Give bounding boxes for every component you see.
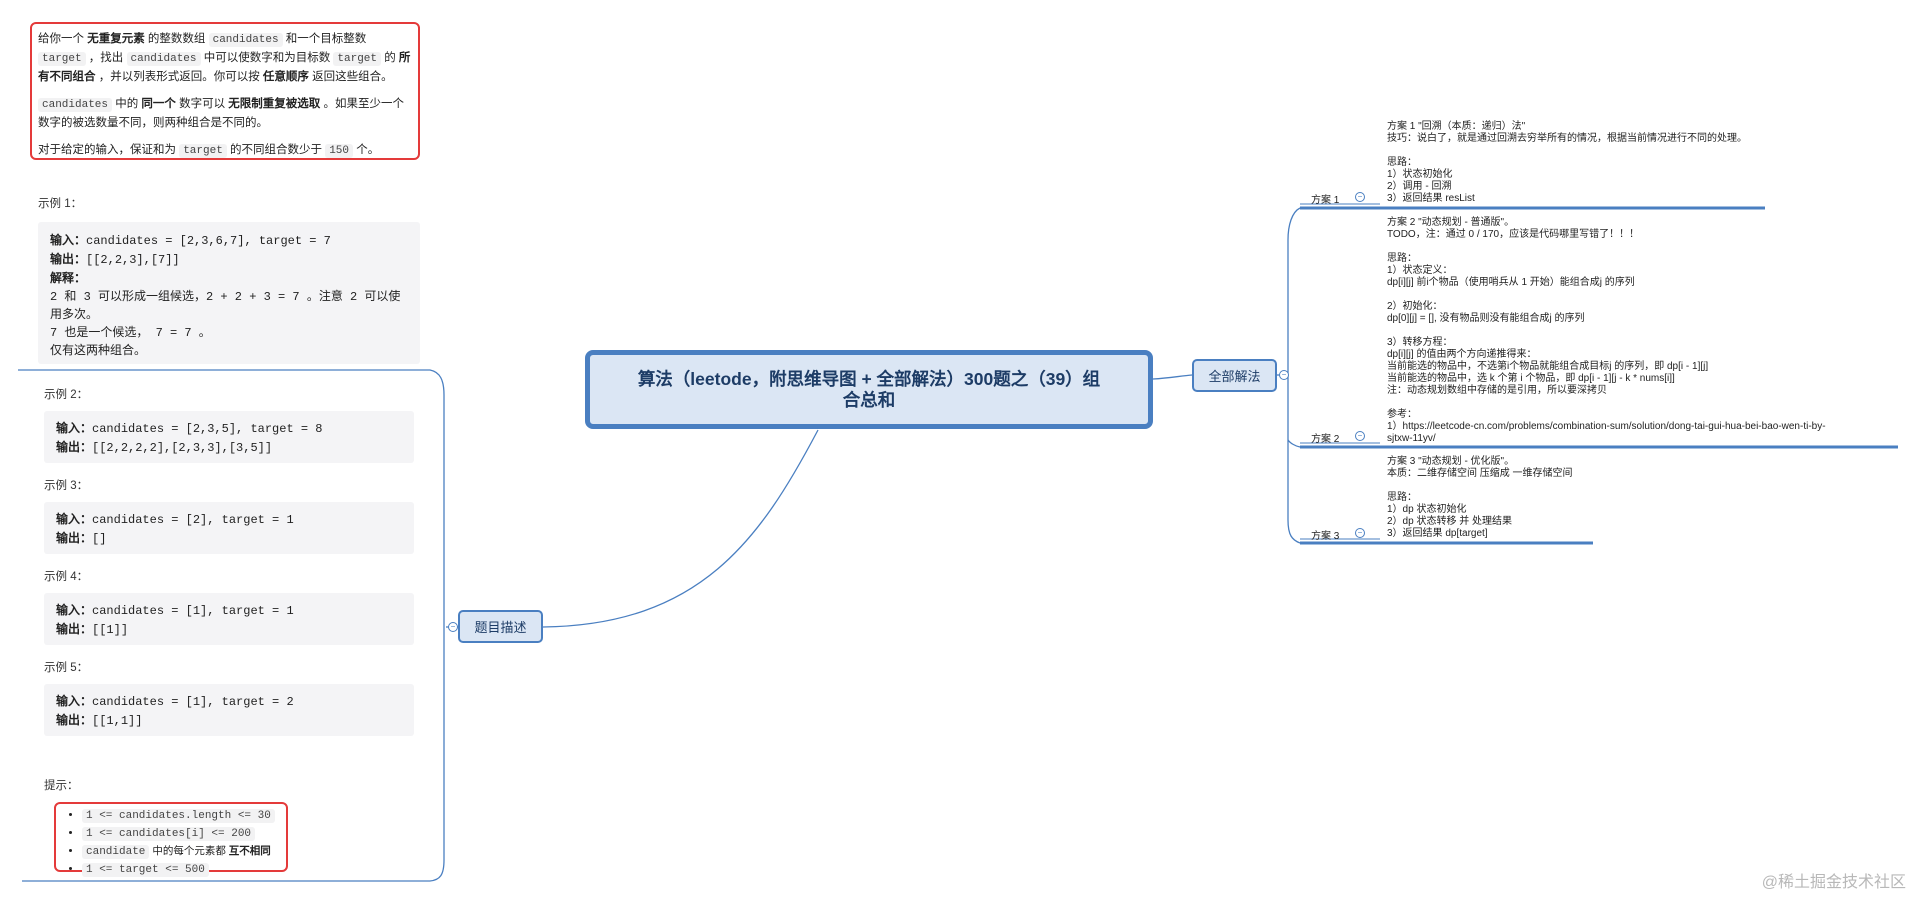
collapse-toggle-plan-2[interactable]: − (1355, 431, 1365, 441)
collapse-toggle-plan-1[interactable]: − (1355, 192, 1365, 202)
hint-item: 1 <= candidates[i] <= 200 (82, 825, 278, 843)
problem-description: 给你一个 无重复元素 的整数数组 candidates 和一个目标整数 targ… (30, 22, 420, 160)
desc-paragraph-1: 给你一个 无重复元素 的整数数组 candidates 和一个目标整数 targ… (38, 33, 411, 83)
example-4-title: 示例 4： (44, 571, 89, 583)
plan-2-label[interactable]: 方案 2 (1311, 434, 1340, 445)
hint-item: 1 <= target <= 500 (82, 861, 278, 879)
hints-title: 提示： (44, 780, 79, 792)
example-4-box: 输入：candidates = [1], target = 1 输出：[[1]] (44, 593, 414, 645)
central-topic-title: 算法（leetode，附思维导图 + 全部解法）300题之（39）组合总和 (637, 368, 1101, 410)
link-central-all (1152, 374, 1193, 380)
plan-3-text: 方案 3 "动态规划 - 优化版"。 本质：二维存储空间 压缩成 一维存储空间 … (1387, 456, 1573, 539)
plan-3-label[interactable]: 方案 3 (1311, 531, 1340, 542)
collapse-toggle-desc[interactable]: − (448, 622, 458, 632)
example-5-title: 示例 5： (44, 662, 89, 674)
example-2-title: 示例 2： (44, 389, 89, 401)
right-bracket (1287, 207, 1301, 544)
collapse-toggle-plan-3[interactable]: − (1355, 528, 1365, 538)
example-3-box: 输入：candidates = [2], target = 1 输出：[] (44, 502, 414, 554)
node-problem-description[interactable]: 题目描述 (458, 610, 543, 643)
plan-1-label[interactable]: 方案 1 (1311, 195, 1340, 206)
node-all-solutions[interactable]: 全部解法 (1192, 359, 1277, 392)
hints-box: 1 <= candidates.length <= 30 1 <= candid… (54, 802, 288, 877)
collapse-toggle-all[interactable]: − (1279, 370, 1289, 380)
example-1-title: 示例 1： (38, 198, 83, 210)
link-central-desc (542, 429, 819, 628)
central-topic[interactable]: 算法（leetode，附思维导图 + 全部解法）300题之（39）组合总和 (585, 350, 1153, 429)
example-3-title: 示例 3： (44, 480, 89, 492)
example-1-box: 输入：candidates = [2,3,6,7], target = 7 输出… (38, 222, 420, 364)
plan-1-text: 方案 1 "回溯（本质：递归）法" 技巧：说白了，就是通过回溯去穷举所有的情况，… (1387, 121, 1747, 204)
hint-item: candidate 中的每个元素都 互不相同 (82, 843, 278, 861)
example-5-box: 输入：candidates = [1], target = 2 输出：[[1,1… (44, 684, 414, 736)
desc-paragraph-3: 对于给定的输入，保证和为 target 的不同组合数少于 150 个。 (38, 144, 380, 158)
desc-paragraph-2: candidates 中的 同一个 数字可以 无限制重复被选取 。如果至少一个数… (38, 98, 404, 129)
example-2-box: 输入：candidates = [2,3,5], target = 8 输出：[… (44, 411, 414, 463)
watermark: @稀土掘金技术社区 (1761, 874, 1906, 891)
plan-2-text: 方案 2 "动态规划 - 普通版"。 TODO，注：通过 0 / 170，应该是… (1387, 217, 1826, 444)
hint-item: 1 <= candidates.length <= 30 (82, 807, 278, 825)
left-bracket (18, 369, 445, 882)
right-bracket-mid (1287, 439, 1301, 448)
